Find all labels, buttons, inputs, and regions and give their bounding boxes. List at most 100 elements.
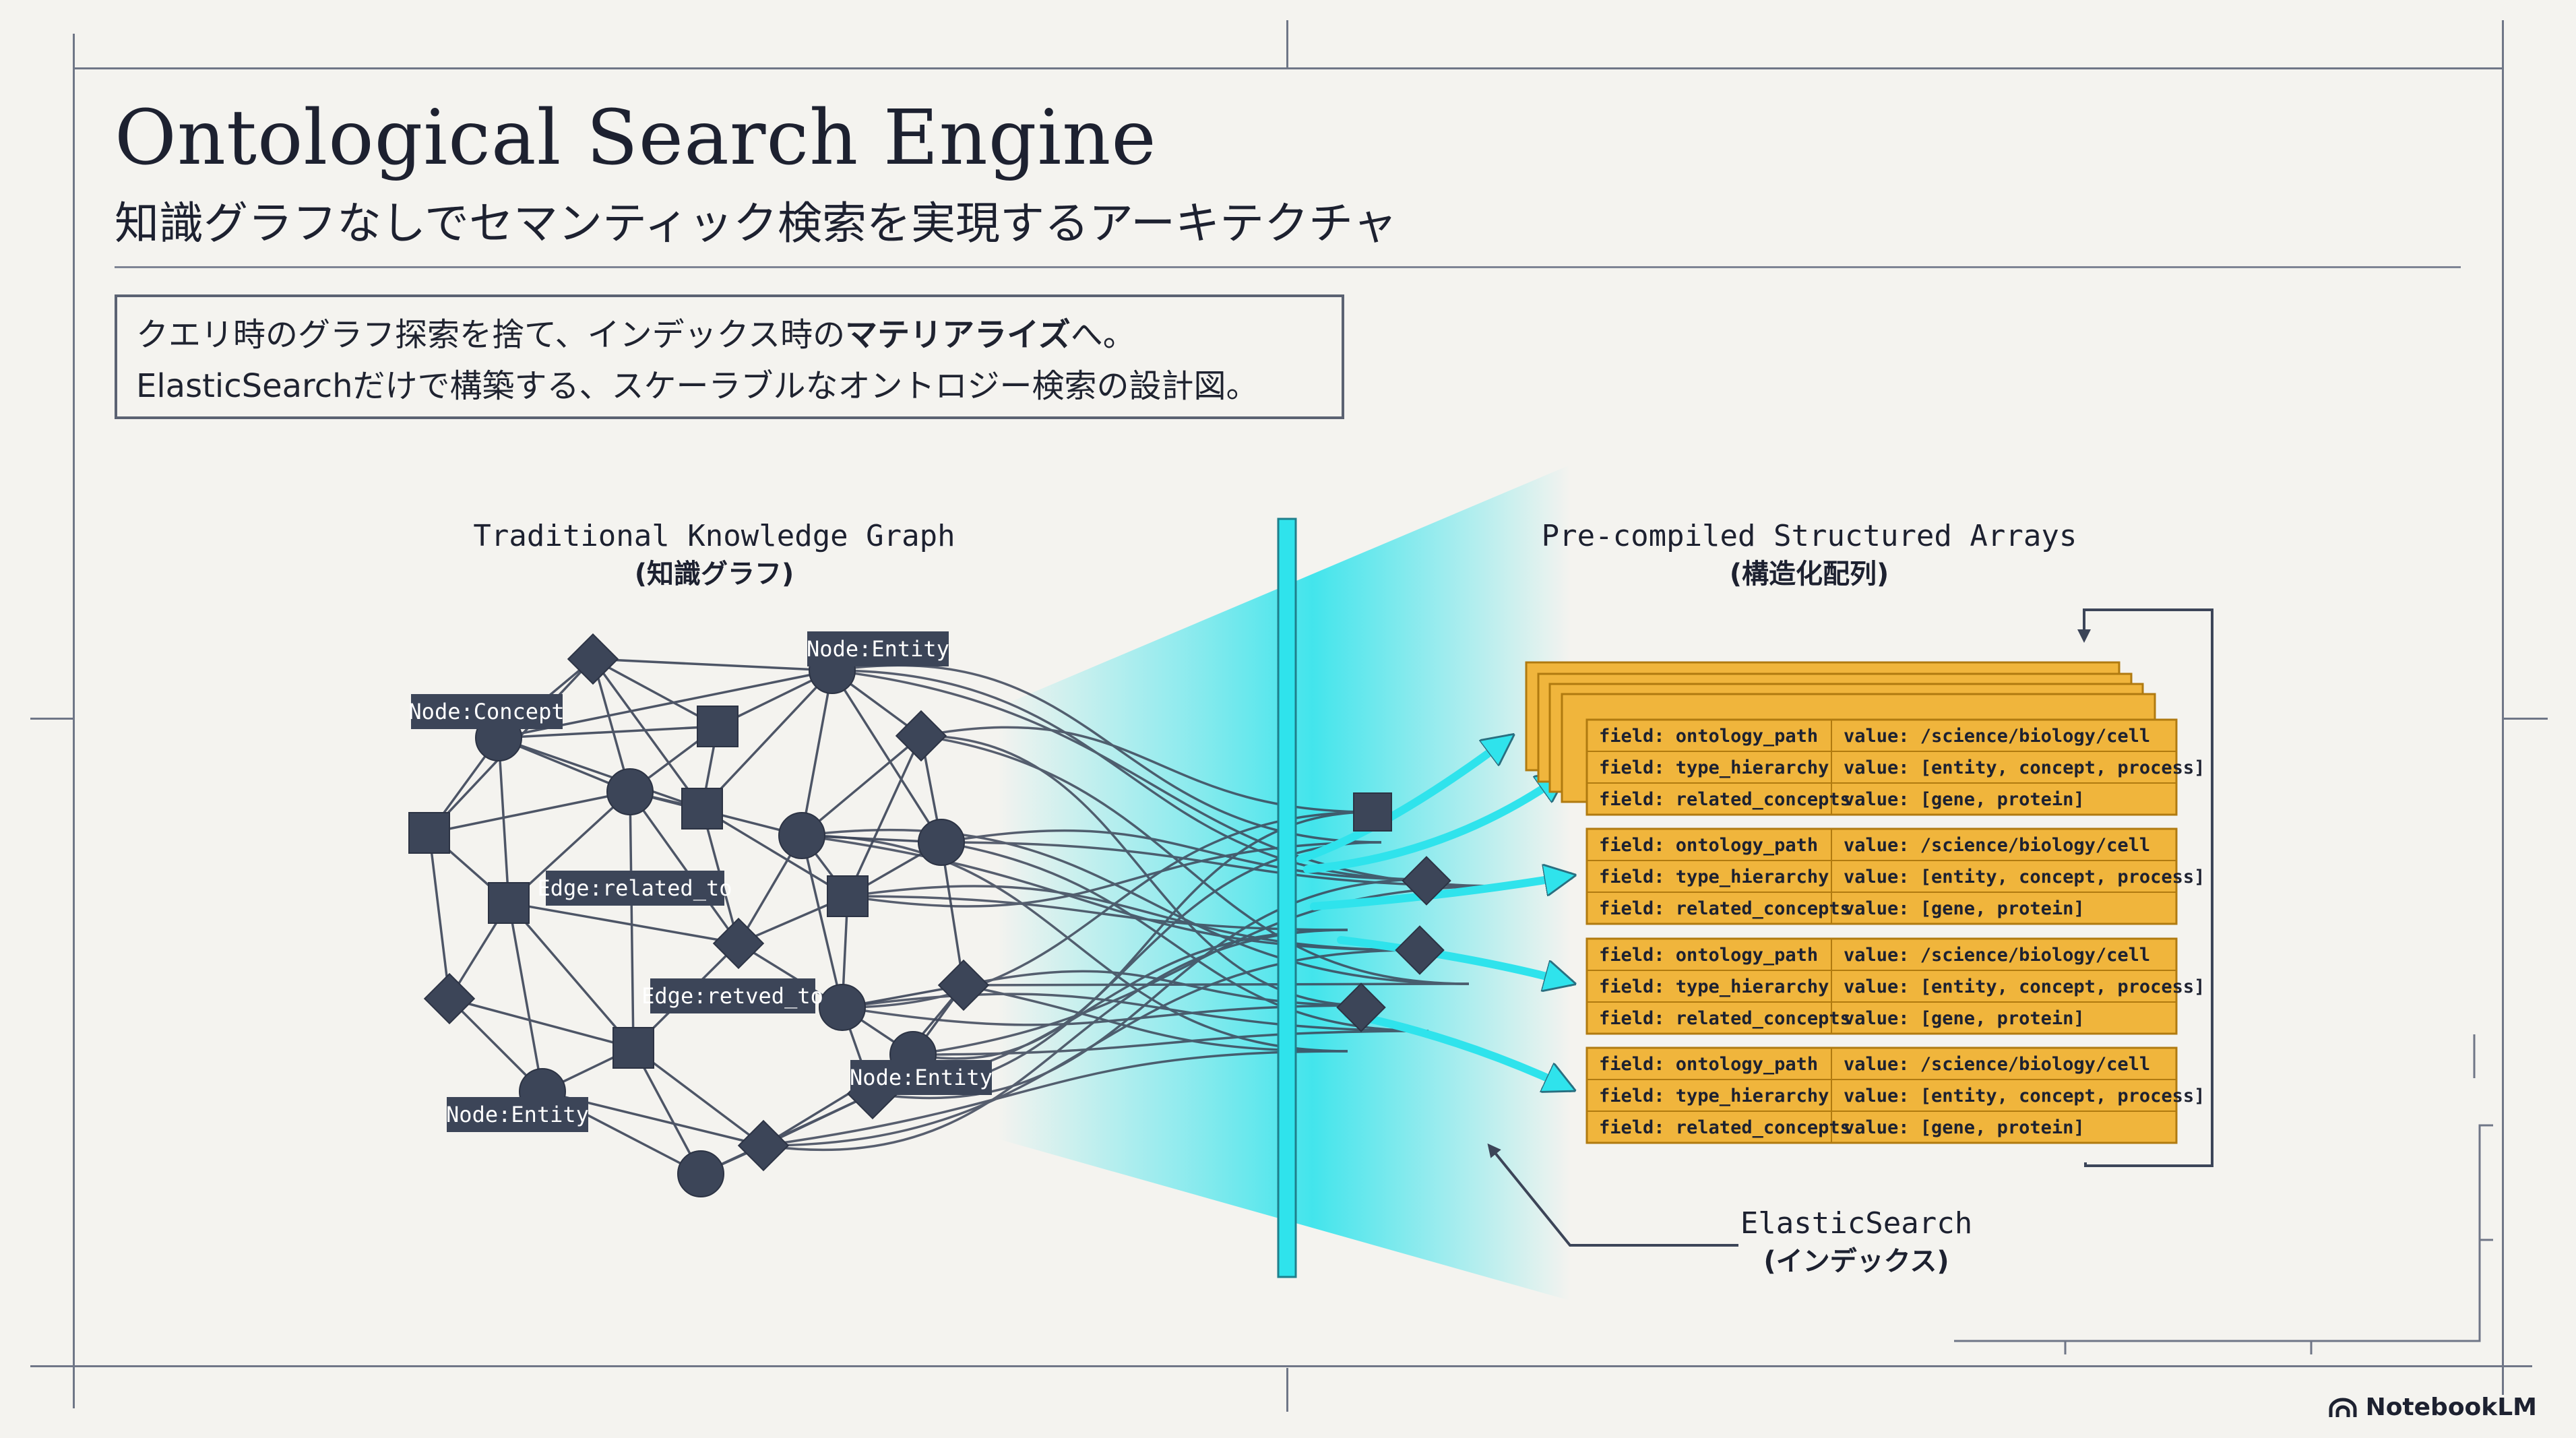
graph-edge bbox=[701, 807, 848, 898]
right-section-title: Pre-compiled Structured Arrays bbox=[1542, 519, 2077, 553]
graph-edge bbox=[498, 737, 631, 793]
graph-edge bbox=[701, 669, 834, 810]
graph-node-diamond bbox=[937, 959, 990, 1011]
notebooklm-logo-icon bbox=[2329, 1398, 2357, 1417]
index-node-square bbox=[1353, 792, 1392, 832]
tag-edge-retved-to: Edge:retved_to bbox=[641, 983, 823, 1009]
graph-node-square bbox=[697, 706, 739, 747]
summary-callout: クエリ時のグラフ探索を捨て、インデックス時のマテリアライズへ。 ElasticS… bbox=[115, 294, 1344, 419]
index-node-diamond bbox=[1402, 856, 1451, 906]
graph-edge bbox=[800, 835, 844, 1008]
record-value: value: /science/biology/cell bbox=[1844, 945, 2150, 966]
record-value: value: /science/biology/cell bbox=[1844, 1054, 2150, 1075]
graph-edge bbox=[632, 1047, 702, 1175]
graph-edge bbox=[497, 737, 510, 904]
graph-edge bbox=[592, 658, 703, 810]
graph-node-circle bbox=[819, 984, 866, 1031]
record-field: field: related_concepts bbox=[1599, 898, 1851, 919]
elasticsearch-index-bar bbox=[1277, 518, 1297, 1278]
graph-edge bbox=[592, 658, 833, 672]
record-field: field: ontology_path bbox=[1599, 1054, 1818, 1075]
graph-edge bbox=[507, 902, 635, 1049]
record-field: field: type_hierarchy bbox=[1599, 976, 1829, 997]
graph-node-circle bbox=[778, 812, 825, 859]
graph-edge bbox=[800, 734, 922, 837]
corner-brackets bbox=[1954, 1034, 2493, 1354]
flow-line bbox=[801, 834, 1348, 1053]
cyan-arrow bbox=[1303, 775, 1563, 873]
flow-line bbox=[842, 811, 1372, 1009]
page-title: Ontological Search Engine bbox=[115, 94, 1157, 182]
frame-tick-bottom bbox=[1286, 1368, 1288, 1412]
flow-line bbox=[941, 841, 1503, 887]
record-card-bg bbox=[1585, 718, 2178, 816]
flow-line bbox=[842, 1004, 1365, 1026]
graph-node-square bbox=[408, 812, 450, 854]
flow-line bbox=[847, 885, 1416, 951]
graph-node-square bbox=[827, 875, 869, 917]
cyan-arrow bbox=[1310, 876, 1570, 910]
record-card-bg bbox=[1585, 1046, 2178, 1144]
graph-label-tags: Node:Entity Node:Concept Edge:related_to… bbox=[408, 631, 993, 1132]
record-value: value: /science/biology/cell bbox=[1844, 726, 2150, 747]
graph-node-diamond bbox=[712, 917, 765, 970]
record-field: field: ontology_path bbox=[1599, 835, 1818, 856]
record-field: field: related_concepts bbox=[1599, 789, 1851, 810]
tag-node-entity-top-bg bbox=[807, 631, 949, 666]
notebooklm-logo: NotebookLM bbox=[2328, 1394, 2537, 1421]
flow-line bbox=[941, 829, 1426, 881]
frame-top-line bbox=[74, 67, 2503, 69]
record-value: value: [entity, concept, process] bbox=[1844, 867, 2205, 887]
cyan-arrows bbox=[1296, 738, 1570, 1088]
flow-line bbox=[831, 669, 1503, 887]
graph-node-square bbox=[681, 788, 723, 830]
graph-node-circle bbox=[606, 768, 654, 815]
record-value: value: [entity, concept, process] bbox=[1844, 976, 2205, 997]
elasticsearch-label: ElasticSearch bbox=[1740, 1206, 1972, 1241]
record-field: field: type_hierarchy bbox=[1599, 1086, 1829, 1106]
tag-node-entity-bottom: Node:Entity bbox=[446, 1102, 589, 1127]
graph-edge bbox=[800, 670, 834, 836]
record-value: value: [entity, concept, process] bbox=[1844, 757, 2205, 778]
left-section-subtitle: (知識グラフ) bbox=[635, 559, 794, 590]
record-card: field: ontology_path value: /science/biol… bbox=[1585, 718, 2205, 816]
graph-node-circle bbox=[677, 1150, 724, 1197]
record-cards: field: ontology_path value: /science/biol… bbox=[1585, 718, 2205, 1144]
graph-edge bbox=[507, 902, 544, 1092]
record-field: field: ontology_path bbox=[1599, 726, 1818, 747]
tag-node-entity-right: Node:Entity bbox=[850, 1065, 993, 1090]
graph-edge bbox=[763, 1092, 873, 1147]
callout-line-1: クエリ時のグラフ探索を捨て、インデックス時のマテリアライズへ。 bbox=[136, 309, 1323, 361]
graph-node-square bbox=[612, 1027, 654, 1069]
flow-line bbox=[920, 734, 1470, 985]
graph-edge bbox=[940, 842, 965, 986]
index-node-diamond bbox=[1395, 925, 1445, 975]
frame-tick-right bbox=[2504, 718, 2548, 720]
flow-line bbox=[763, 1050, 1348, 1147]
left-section-title: Traditional Knowledge Graph bbox=[473, 519, 955, 553]
graph-edge bbox=[629, 791, 635, 1049]
flow-line bbox=[963, 982, 1470, 987]
graph-edge bbox=[846, 735, 922, 897]
graph-edge bbox=[632, 1046, 765, 1147]
record-field: field: type_hierarchy bbox=[1599, 867, 1829, 887]
frame-left-line bbox=[73, 34, 75, 1408]
flow-line bbox=[831, 664, 1382, 844]
cyan-arrow bbox=[1296, 738, 1509, 863]
flow-line bbox=[941, 841, 1429, 1032]
record-value: value: [gene, protein] bbox=[1844, 789, 2085, 810]
record-field: field: type_hierarchy bbox=[1599, 757, 1829, 778]
tag-edge-retved-to-bg bbox=[650, 978, 815, 1013]
frame-tick-left bbox=[30, 718, 74, 720]
graph-node-circle bbox=[918, 819, 965, 866]
graph-node-diamond bbox=[567, 633, 619, 685]
title-divider bbox=[115, 266, 2461, 268]
record-value: value: /science/biology/cell bbox=[1844, 835, 2150, 856]
flow-line bbox=[847, 895, 1348, 931]
graph-edge bbox=[629, 790, 740, 945]
callout-line-2: ElasticSearchだけで構築する、スケーラブルなオントロジー検索の設計図… bbox=[136, 367, 1259, 405]
graph-edge bbox=[428, 832, 451, 999]
loop-connector bbox=[2077, 608, 2213, 1167]
graph-node-square bbox=[488, 882, 530, 924]
